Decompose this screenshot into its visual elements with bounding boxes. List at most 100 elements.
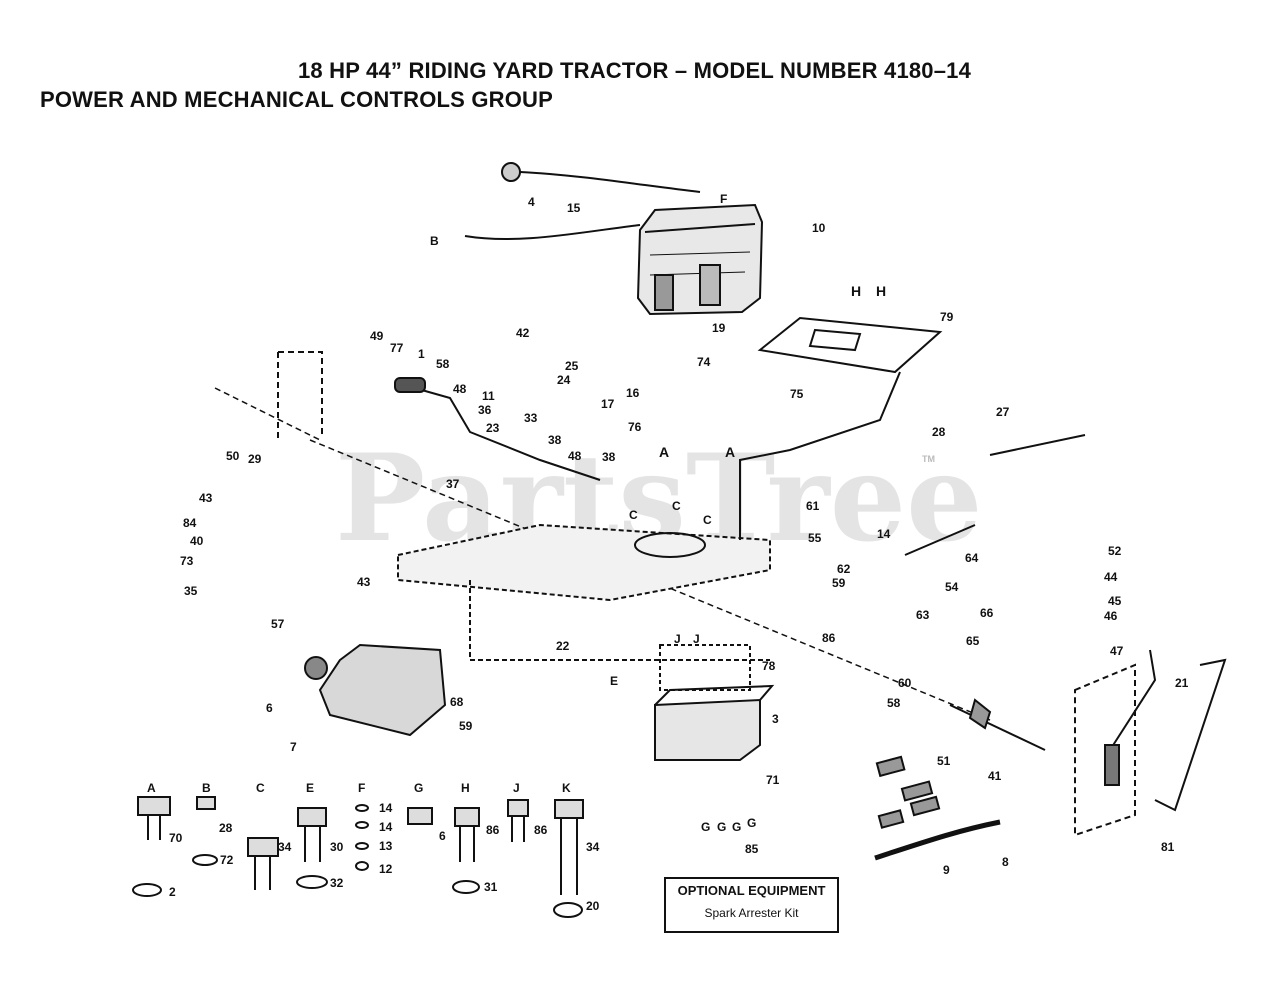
part-number: 28 — [932, 425, 946, 439]
hardware-num: 14 — [379, 801, 393, 815]
part-number: 76 — [628, 420, 642, 434]
part-number: 60 — [898, 676, 912, 690]
part-number: 63 — [916, 608, 930, 622]
part-number: 11 — [482, 389, 495, 403]
part-number: 43 — [199, 491, 213, 505]
part-number: 48 — [453, 382, 467, 396]
part-number: 59 — [832, 576, 846, 590]
ref-letter: A — [725, 444, 735, 460]
part-number: 81 — [1161, 840, 1175, 854]
part-number: 7 — [290, 740, 297, 754]
ref-letter: C — [629, 508, 638, 522]
part-number: 55 — [808, 531, 822, 545]
part-callouts: 15 4 10 79 77 49 58 1 42 25 19 74 48 11 … — [180, 195, 1189, 877]
part-number: 51 — [937, 754, 951, 768]
part-number: 41 — [988, 769, 1002, 783]
hardware-letter: B — [202, 781, 211, 795]
ref-letter: H — [876, 283, 886, 299]
hardware-letter: H — [461, 781, 470, 795]
optional-equipment-heading: OPTIONAL EQUIPMENT — [677, 883, 826, 898]
part-number: 75 — [790, 387, 804, 401]
part-number: 78 — [762, 659, 776, 673]
part-number: 19 — [712, 321, 726, 335]
part-number: 62 — [837, 562, 851, 576]
part-number: 57 — [271, 617, 285, 631]
part-number: 21 — [1175, 676, 1189, 690]
part-number: 79 — [940, 310, 954, 324]
hardware-letter: A — [147, 781, 156, 795]
hardware-num: 86 — [486, 823, 500, 837]
part-number: 24 — [557, 373, 571, 387]
part-number: 25 — [565, 359, 579, 373]
hardware-num: 12 — [379, 862, 393, 876]
part-number: 65 — [966, 634, 980, 648]
hardware-num: 86 — [534, 823, 548, 837]
ref-letter: E — [610, 674, 618, 688]
hardware-legend: A 70 2 B 28 72 C 34 E 30 32 F 14 14 13 1… — [147, 781, 600, 913]
ref-letter: G — [732, 820, 741, 834]
part-number: 68 — [450, 695, 464, 709]
reference-letters: F B A A H H C C C E J J G G G G — [430, 192, 886, 834]
ref-letter: J — [693, 632, 700, 646]
part-number: 71 — [766, 773, 780, 787]
part-number: 3 — [772, 712, 779, 726]
part-number: 38 — [548, 433, 562, 447]
hardware-num: 70 — [169, 831, 183, 845]
part-number: 61 — [806, 499, 820, 513]
part-number: 59 — [459, 719, 473, 733]
part-number: 8 — [1002, 855, 1009, 869]
ref-letter: C — [672, 499, 681, 513]
part-number: 38 — [602, 450, 616, 464]
part-number: 86 — [822, 631, 836, 645]
hardware-num: 34 — [278, 840, 292, 854]
hardware-letter: C — [256, 781, 265, 795]
part-number: 66 — [980, 606, 994, 620]
ref-letter: B — [430, 234, 439, 248]
hardware-num: 72 — [220, 853, 234, 867]
part-number: 50 — [226, 449, 240, 463]
part-number: 43 — [357, 575, 371, 589]
part-number: 1 — [418, 347, 425, 361]
optional-equipment-item: Spark Arrester Kit — [704, 906, 799, 920]
hardware-num: 32 — [330, 876, 344, 890]
trademark-mark: TM — [922, 454, 935, 464]
part-number: 22 — [556, 639, 570, 653]
part-number: 9 — [943, 863, 950, 877]
part-number: 52 — [1108, 544, 1122, 558]
hardware-letter: K — [562, 781, 571, 795]
part-number: 47 — [1110, 644, 1124, 658]
hardware-num: 6 — [439, 829, 446, 843]
part-number: 64 — [965, 551, 979, 565]
part-number: 35 — [184, 584, 198, 598]
part-number: 33 — [524, 411, 538, 425]
part-number: 17 — [601, 397, 615, 411]
hardware-num: 13 — [379, 839, 393, 853]
part-number: 54 — [945, 580, 959, 594]
part-number: 44 — [1104, 570, 1118, 584]
hardware-num: 14 — [379, 820, 393, 834]
ref-letter: H — [851, 283, 861, 299]
hardware-letter: E — [306, 781, 314, 795]
drawing-lines — [132, 162, 1227, 918]
part-number: 27 — [996, 405, 1010, 419]
ref-letter: F — [720, 192, 727, 206]
part-number: 73 — [180, 554, 194, 568]
part-number: 85 — [745, 842, 759, 856]
ref-letter: G — [747, 816, 756, 830]
part-number: 77 — [390, 341, 404, 355]
ref-letter: G — [717, 820, 726, 834]
part-number: 36 — [478, 403, 492, 417]
part-number: 16 — [626, 386, 640, 400]
hardware-num: 28 — [219, 821, 233, 835]
part-number: 58 — [436, 357, 450, 371]
hardware-letter: F — [358, 781, 365, 795]
part-number: 23 — [486, 421, 500, 435]
hardware-num: 20 — [586, 899, 600, 913]
ref-letter: A — [659, 444, 669, 460]
diagram-title: 18 HP 44” RIDING YARD TRACTOR – MODEL NU… — [298, 58, 972, 83]
part-number: 4 — [528, 195, 535, 209]
part-number: 58 — [887, 696, 901, 710]
part-number: 14 — [877, 527, 891, 541]
hardware-letter: J — [513, 781, 520, 795]
